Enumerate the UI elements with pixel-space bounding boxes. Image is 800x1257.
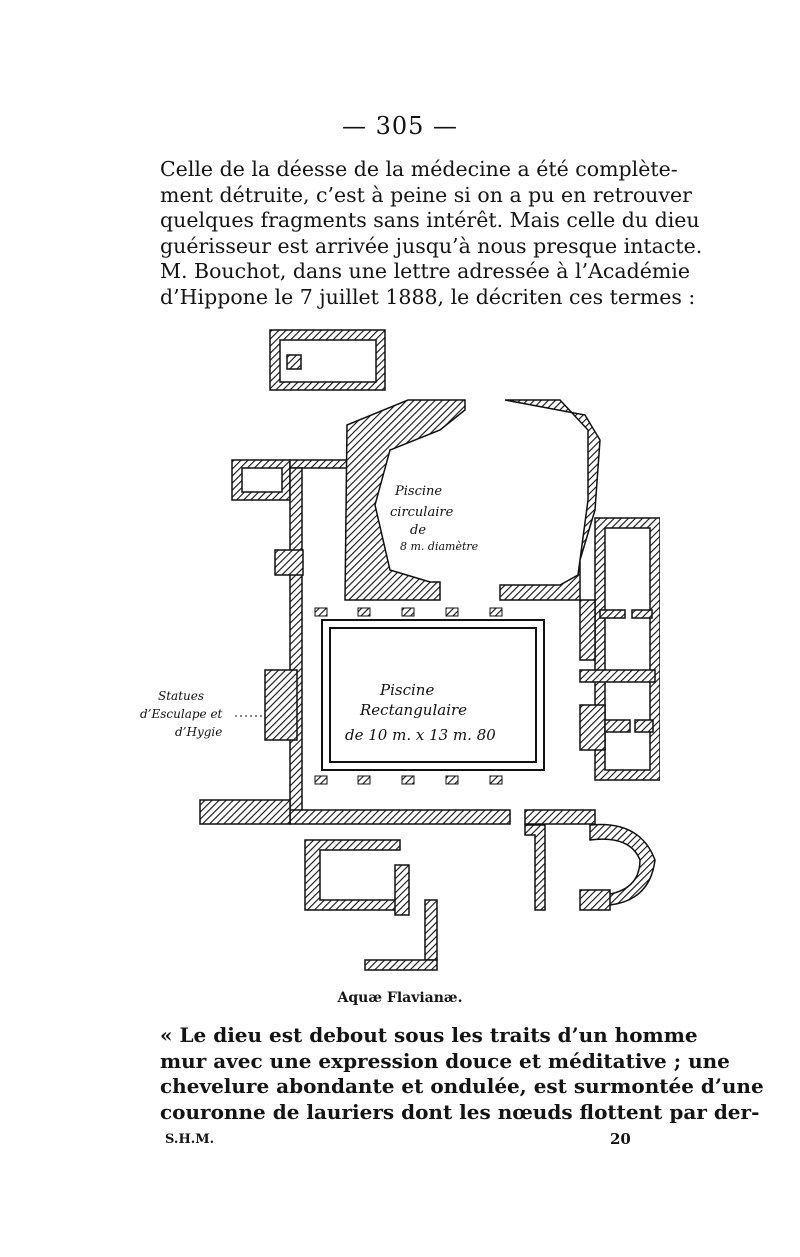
label-text: d’Esculape et	[140, 707, 223, 721]
label-text: de	[410, 523, 426, 538]
label-text: circulaire	[390, 505, 454, 520]
rect-pool-label: Piscine Rectangulaire de 10 m. x 13 m. 8…	[345, 681, 496, 744]
text-line: guérisseur est arrivée jusqu’à nous pres…	[160, 233, 703, 258]
text-line: Celle de la déesse de la médecine a été …	[160, 157, 678, 181]
text-line: M. Bouchot, dans une lettre adressée à l…	[160, 259, 690, 283]
rect-pool-outer	[321, 619, 545, 771]
text-line: « Le dieu est debout sous les traits d’u…	[160, 1023, 698, 1047]
text-line: quelques fragments sans intérêt. Mais ce…	[160, 208, 700, 232]
text-line: chevelure abondante et ondulée, est surm…	[160, 1074, 764, 1098]
floor-plan-figure: Piscine circulaire de 8 m. diamètre Pisc…	[140, 329, 660, 971]
label-text: de 10 m. x 13 m. 80	[345, 726, 496, 744]
page-number: — 305 —	[341, 112, 459, 140]
label-text: 8 m. diamètre	[400, 540, 479, 553]
label-text: Piscine	[379, 681, 434, 699]
rect-pool-inner	[329, 627, 537, 763]
printer-signature: S.H.M.	[165, 1132, 215, 1147]
text-line: d’Hippone le 7 juillet 1888, le décriten…	[160, 284, 696, 309]
paragraph-quote: « Le dieu est debout sous les traits d’u…	[160, 1023, 764, 1125]
label-text: Rectangulaire	[359, 701, 467, 719]
plan-walls	[199, 329, 660, 971]
label-text: Piscine	[394, 484, 442, 499]
statues-label: Statues d’Esculape et d’Hygie	[140, 689, 223, 739]
figure-caption: Aquæ Flavianæ.	[337, 990, 463, 1006]
circular-pool-label: Piscine circulaire de 8 m. diamètre	[390, 484, 479, 553]
label-text: Statues	[158, 689, 204, 703]
paragraph-intro: Celle de la déesse de la médecine a été …	[160, 157, 703, 310]
columns	[314, 607, 503, 785]
text-line: couronne de lauriers dont les nœuds flot…	[160, 1099, 760, 1124]
text-line: mur avec une expression douce et méditat…	[160, 1048, 730, 1073]
text-line: ment détruite, c’est à peine si on a pu …	[160, 182, 692, 207]
sheet-number: 20	[610, 1130, 631, 1148]
label-text: d’Hygie	[175, 725, 222, 739]
